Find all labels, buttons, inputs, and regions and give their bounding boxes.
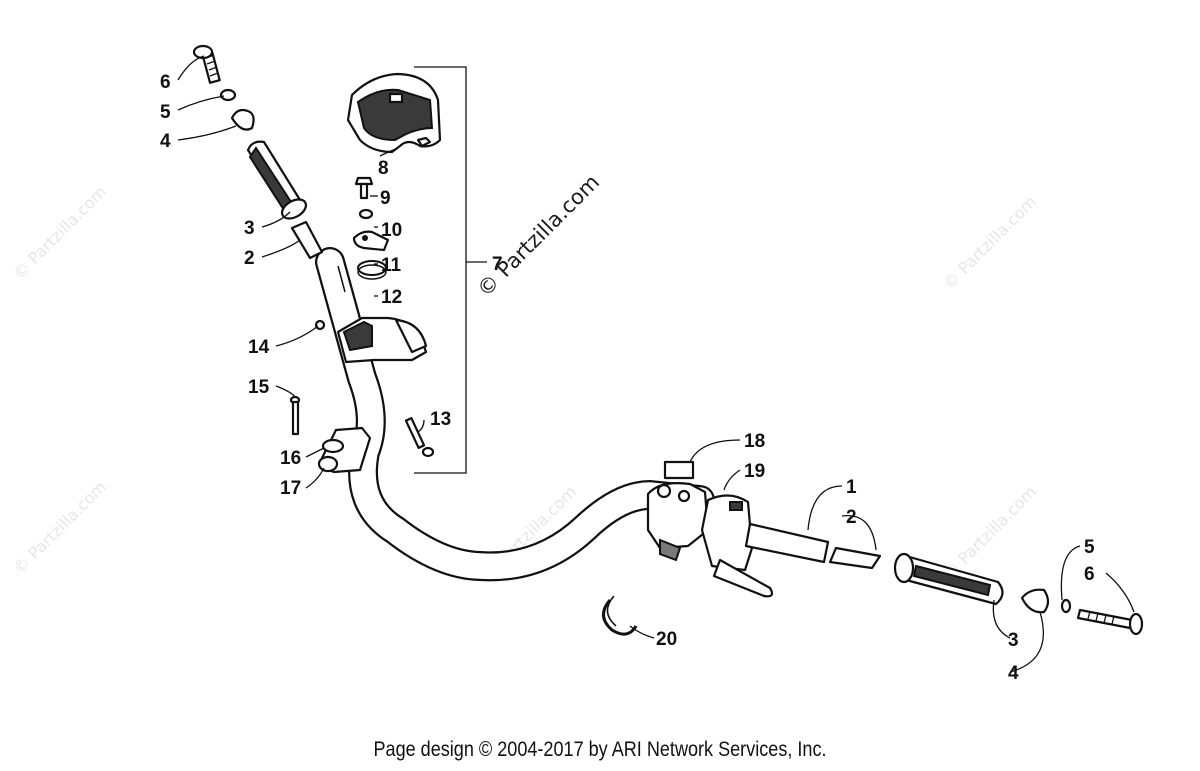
- leader-lines: [177, 55, 1135, 673]
- callout-6: 6: [1084, 564, 1095, 585]
- callout-18: 18: [744, 431, 765, 452]
- lower-bolt: [404, 417, 435, 458]
- callout-16: 16: [280, 448, 301, 469]
- callout-1: 1: [846, 477, 857, 498]
- callout-8: 8: [378, 158, 389, 179]
- callout-11: 11: [381, 255, 402, 276]
- throttle-washer: [358, 208, 374, 220]
- callout-17: 17: [280, 478, 301, 499]
- callout-4: 4: [1008, 663, 1019, 684]
- throttle-lever: [352, 230, 390, 252]
- right-washer: [1060, 598, 1072, 614]
- clamp-bracket: [317, 426, 372, 474]
- callout-12: 12: [381, 287, 402, 308]
- callout-labels: 6 5 4 3 2 8 9 10 11 12 7 14 15 13 16 17 …: [160, 72, 1095, 684]
- left-washer: [219, 88, 237, 102]
- left-grip: [246, 140, 308, 220]
- watermark-tile: © Partzilla.com: [939, 482, 1040, 583]
- right-bar-end-bolt: [1076, 608, 1144, 636]
- right-bar-end-cap: [1020, 588, 1050, 614]
- callout-19: 19: [744, 461, 765, 482]
- right-grip-sleeve: [828, 546, 882, 570]
- callout-6: 6: [160, 72, 171, 93]
- left-grip-sleeve: [290, 220, 324, 260]
- switch-housing: [700, 494, 774, 598]
- callout-14: 14: [248, 337, 270, 358]
- callout-20: 20: [656, 629, 677, 650]
- watermark-tile: © Partzilla.com: [9, 182, 110, 283]
- right-grip: [893, 552, 1004, 606]
- watermark-tile: © Partzilla.com: [939, 192, 1040, 293]
- callout-2: 2: [244, 248, 255, 269]
- throttle-cover: [346, 72, 442, 154]
- throttle-spring: [357, 260, 387, 280]
- housing-bolt: [289, 395, 301, 436]
- watermark-main: © Partzilla.com: [473, 170, 605, 302]
- callout-4: 4: [160, 131, 171, 152]
- footer-copyright: Page design © 2004-2017 by ARI Network S…: [373, 738, 827, 761]
- callout-15: 15: [248, 377, 270, 398]
- brake-housing: [646, 482, 710, 562]
- callout-3: 3: [1008, 630, 1019, 651]
- callout-10: 10: [381, 220, 402, 241]
- group-bracket: [414, 66, 487, 474]
- clip-ring: [602, 595, 638, 636]
- throttle-screw: [354, 176, 374, 200]
- decal: [663, 460, 695, 480]
- callout-2: 2: [846, 507, 857, 528]
- callout-13: 13: [430, 409, 451, 430]
- callout-3: 3: [244, 218, 255, 239]
- housing-nut: [314, 319, 326, 331]
- left-bar-end-bolt: [192, 44, 221, 84]
- right-throttle-tube: [744, 522, 830, 564]
- callout-7: 7: [492, 254, 503, 275]
- left-bar-end-cap: [230, 108, 255, 131]
- callout-5: 5: [160, 102, 171, 123]
- callout-9: 9: [380, 188, 391, 209]
- callout-5: 5: [1084, 537, 1095, 558]
- throttle-housing: [336, 316, 428, 364]
- watermark-tile: © Partzilla.com: [9, 477, 110, 578]
